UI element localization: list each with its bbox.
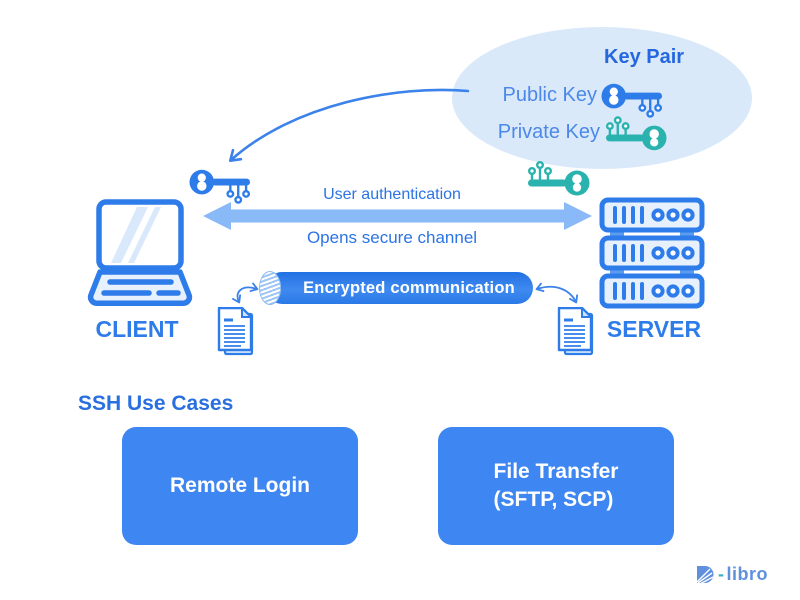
server-document-icon (557, 307, 594, 356)
remote-login-card: Remote Login (122, 427, 358, 545)
dlibro-logo-icon (696, 566, 714, 585)
client-label: CLIENT (95, 316, 179, 342)
encrypted-tube (266, 272, 533, 304)
server-doc-arrow (535, 282, 579, 304)
client-doc-arrow (232, 282, 259, 304)
public-key-label: Public Key (502, 84, 598, 106)
server-rack-icon (599, 197, 705, 309)
key-delivery-arrow (228, 88, 470, 162)
laptop-icon (87, 199, 193, 306)
client-key-icon (189, 169, 251, 204)
encrypted-communication-label: Encrypted communication (303, 279, 515, 297)
secure-channel-label: Opens secure channel (306, 228, 478, 247)
server-key-icon (527, 160, 590, 196)
use-cases-heading: SSH Use Cases (78, 392, 234, 415)
server-label: SERVER (606, 316, 702, 342)
file-transfer-label-line2: (SFTP, SCP) (493, 488, 614, 511)
dlibro-logo-text: libro (726, 563, 768, 584)
file-transfer-label-line1: File Transfer (493, 460, 619, 484)
remote-login-label: Remote Login (170, 474, 310, 498)
key-pair-title: Key Pair (604, 46, 685, 68)
dlibro-logo: - libro (694, 563, 768, 585)
ssh-channel-arrow (203, 202, 592, 230)
user-authentication-label: User authentication (323, 186, 461, 203)
tube-end-cap-icon (259, 271, 281, 305)
client-document-icon (217, 307, 254, 356)
file-transfer-card: File Transfer (SFTP, SCP) (438, 427, 674, 545)
private-key-label: Private Key (497, 121, 600, 143)
private-key-icon (605, 116, 667, 151)
public-key-icon (601, 83, 663, 118)
dlibro-logo-hyphen: - (718, 563, 725, 584)
